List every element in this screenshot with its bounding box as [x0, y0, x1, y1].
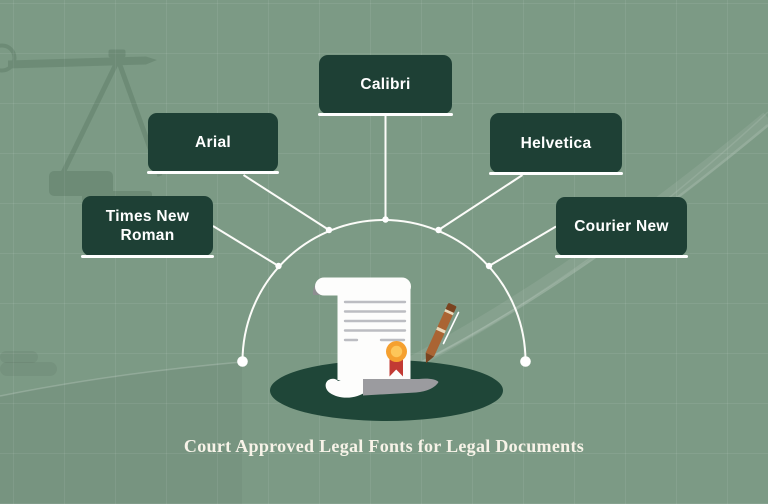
scales-of-justice-watermark-icon: [0, 43, 163, 202]
connector-line-helvetica: [437, 174, 524, 231]
arc-node-dot: [275, 262, 282, 270]
connector-line-times-new-roman: [212, 225, 280, 267]
font-box-courier-new: Courier New: [555, 197, 688, 258]
connector-lines: [212, 116, 557, 362]
font-box-arial: Arial: [147, 113, 279, 174]
font-label: Helvetica: [520, 134, 592, 152]
swoosh-decoration: [389, 111, 768, 380]
certificate-seal-inner: [390, 345, 403, 358]
arc-node-dot: [382, 216, 389, 223]
font-label: Times New Roman: [105, 208, 190, 244]
connector-line-courier-new: [488, 225, 557, 267]
arc-end-dot: [237, 356, 248, 367]
font-box-calibri: Calibri: [318, 55, 453, 116]
arc-node-dot: [325, 226, 333, 234]
wave-decoration: [0, 351, 243, 397]
font-label: Arial: [195, 134, 231, 151]
scroll-document-icon: [312, 277, 439, 398]
document-text-lines: [343, 300, 407, 342]
font-box-helvetica: Helvetica: [489, 113, 623, 175]
arc-end-dot: [520, 356, 531, 367]
font-label: Courier New: [574, 218, 669, 235]
center-illustration: [270, 277, 503, 421]
arc-nodes: [237, 216, 531, 367]
font-label: Calibri: [360, 76, 411, 93]
arc-node-dot: [435, 226, 442, 234]
connector-line-arial: [242, 174, 330, 231]
arc-node-dot: [485, 262, 493, 270]
page-title: Court Approved Legal Fonts for Legal Doc…: [183, 436, 585, 456]
pen-icon: [425, 303, 457, 364]
pen-highlight-stroke: [442, 311, 460, 345]
font-box-times-new-roman: Times New Roman: [81, 196, 214, 258]
